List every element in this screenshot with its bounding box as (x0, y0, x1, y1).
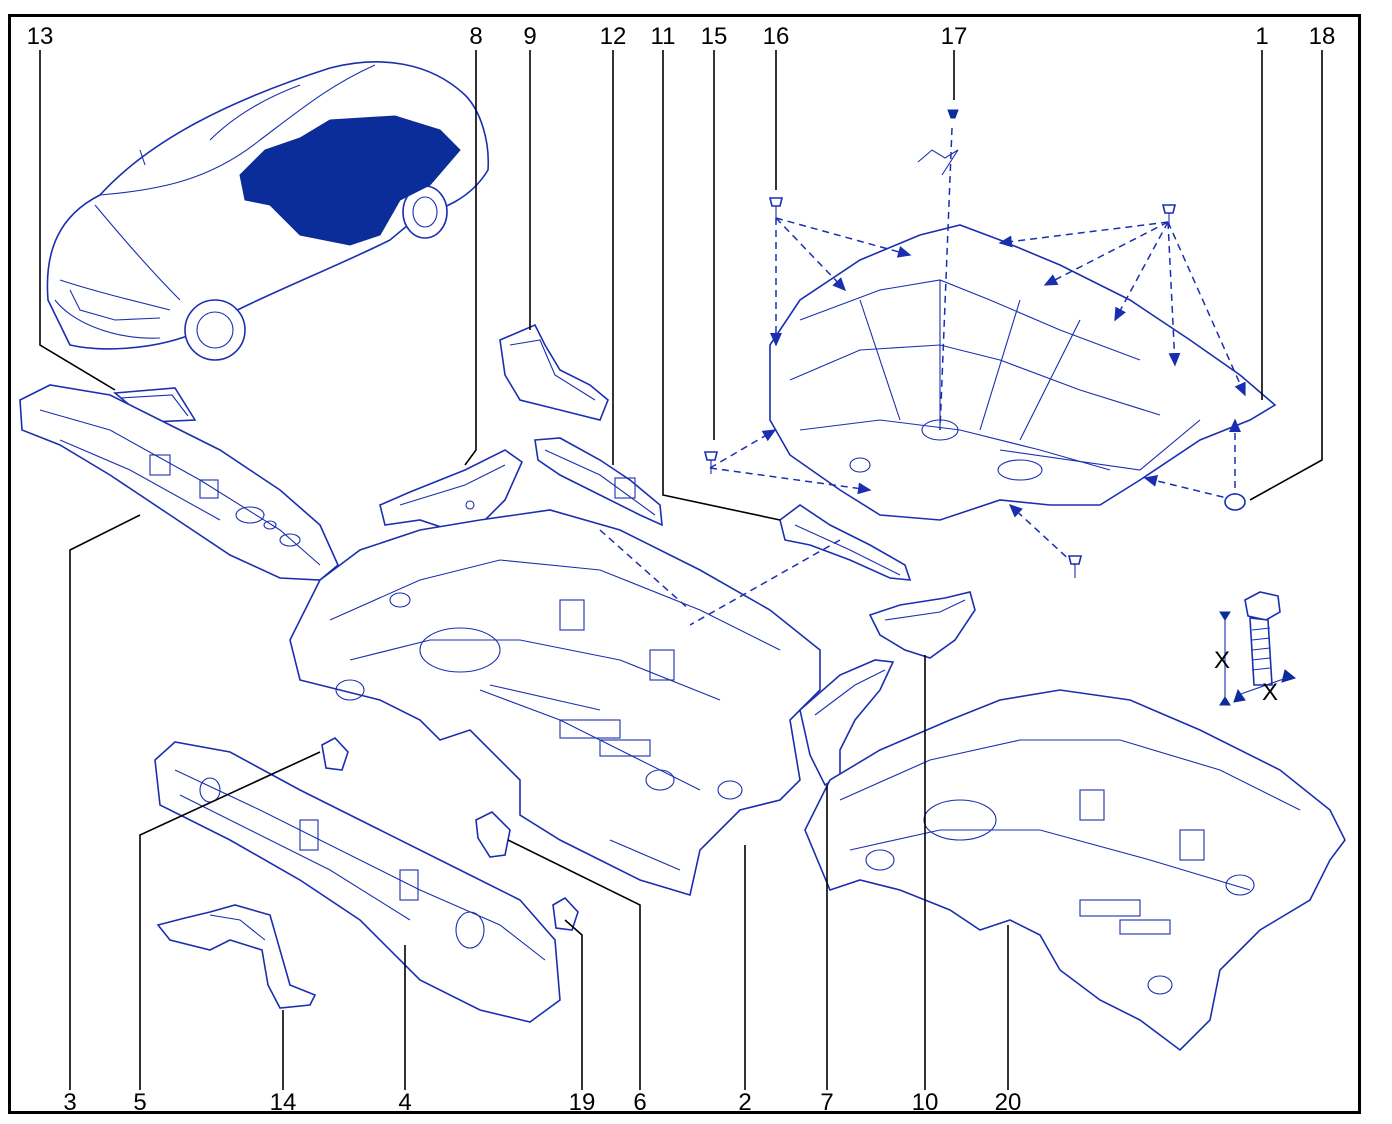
part-8-bracket (379, 449, 523, 531)
callout-16: 16 (763, 23, 790, 50)
car-illustration (46, 61, 490, 361)
callout-18: 18 (1309, 23, 1336, 50)
part-4-crossmember (154, 741, 561, 1023)
part-10-bracket (868, 591, 976, 659)
callout-19: 19 (569, 1089, 596, 1116)
part-11-rail (779, 504, 912, 581)
callout-13: 13 (27, 23, 54, 50)
callout-20: 20 (995, 1089, 1022, 1116)
part-3-crossmember (19, 384, 339, 581)
callout-12: 12 (600, 23, 627, 50)
callout-3: 3 (63, 1089, 76, 1116)
part-5-clip (321, 737, 349, 771)
part-6-bracket (475, 811, 511, 858)
part-14-bracket (156, 904, 317, 1009)
fasteners (703, 109, 1246, 578)
part-9-bracket (499, 323, 609, 421)
leader-lines (39, 50, 1323, 1090)
part-2-floor-pan (289, 509, 821, 897)
floor-highlight (239, 115, 461, 246)
part-19-clip (552, 896, 579, 931)
callout-15: 15 (701, 23, 728, 50)
part-1-rear-floor (769, 224, 1277, 521)
callout-17: 17 (941, 23, 968, 50)
callout-10: 10 (912, 1089, 939, 1116)
bolt-detail: X X (1214, 591, 1297, 706)
callout-11: 11 (651, 23, 676, 50)
bolt-dim-x-horizontal: X (1262, 679, 1278, 706)
part-7-bracket (799, 659, 895, 787)
diagram-frame (8, 14, 1361, 1114)
bolt-dim-x-vertical: X (1214, 647, 1230, 674)
part-20-floor-pan (804, 689, 1346, 1052)
callout-5: 5 (133, 1089, 146, 1116)
callout-7: 7 (820, 1089, 833, 1116)
callout-labels: 13 8 9 12 11 15 16 17 1 18 3 5 14 4 19 6… (27, 23, 1336, 1116)
callout-9: 9 (523, 23, 536, 50)
callout-8: 8 (469, 23, 482, 50)
callout-1: 1 (1255, 23, 1268, 50)
callout-4: 4 (398, 1089, 411, 1116)
callout-6: 6 (633, 1089, 646, 1116)
callout-14: 14 (270, 1089, 297, 1116)
fastener-leader-lines (599, 127, 1246, 626)
callout-2: 2 (738, 1089, 751, 1116)
part-12-rail (534, 437, 663, 527)
